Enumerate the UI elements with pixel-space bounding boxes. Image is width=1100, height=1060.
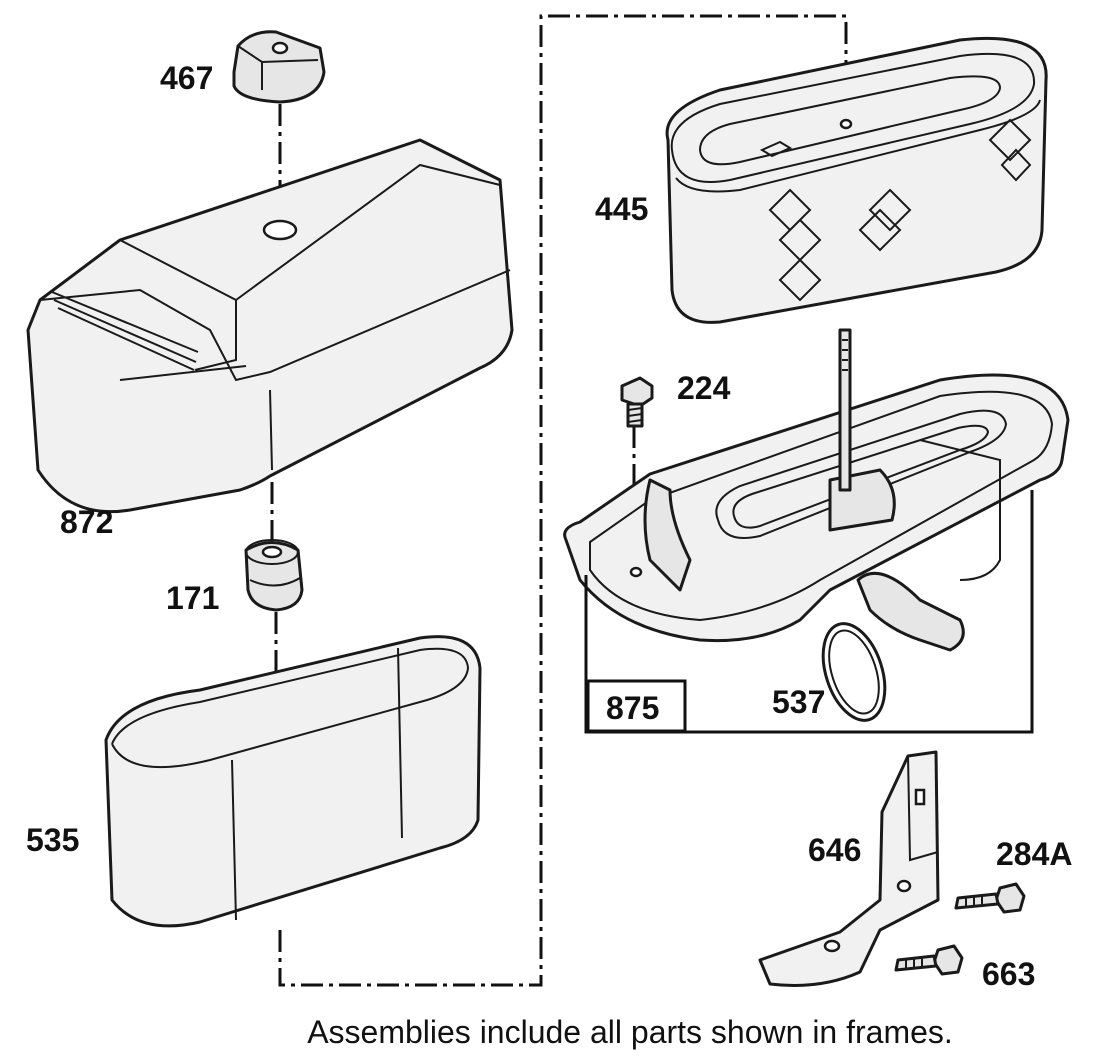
screw-284A-shape <box>954 882 1026 914</box>
part-label-646: 646 <box>808 832 862 868</box>
part-label-875: 875 <box>606 690 660 726</box>
part-label-224: 224 <box>677 370 731 406</box>
gasket-537-shape <box>821 622 887 722</box>
knob-467-shape <box>232 30 326 104</box>
part-label-467: 467 <box>160 60 214 96</box>
label-875-box <box>586 679 687 733</box>
grommet-171-shape <box>244 539 304 612</box>
part-label-537: 537 <box>772 684 826 720</box>
cover-872-shape <box>26 138 514 514</box>
assembly-centerline <box>278 14 848 987</box>
part-label-535: 535 <box>26 822 80 858</box>
screw-224-shape <box>620 376 654 428</box>
part-label-663: 663 <box>982 956 1036 992</box>
filter-445-shape <box>665 36 1048 324</box>
part-label-445: 445 <box>595 191 649 227</box>
precleaner-535-shape <box>104 635 482 928</box>
base-875-shape <box>563 328 1070 652</box>
part-label-284A: 284A <box>996 836 1073 872</box>
part-label-171: 171 <box>166 580 220 616</box>
bracket-646-shape <box>758 750 940 987</box>
part-label-872: 872 <box>60 504 114 540</box>
bolt-663-shape <box>894 944 964 976</box>
diagram-caption: Assemblies include all parts shown in fr… <box>307 1014 953 1050</box>
assembly-875-frame <box>584 490 1034 734</box>
